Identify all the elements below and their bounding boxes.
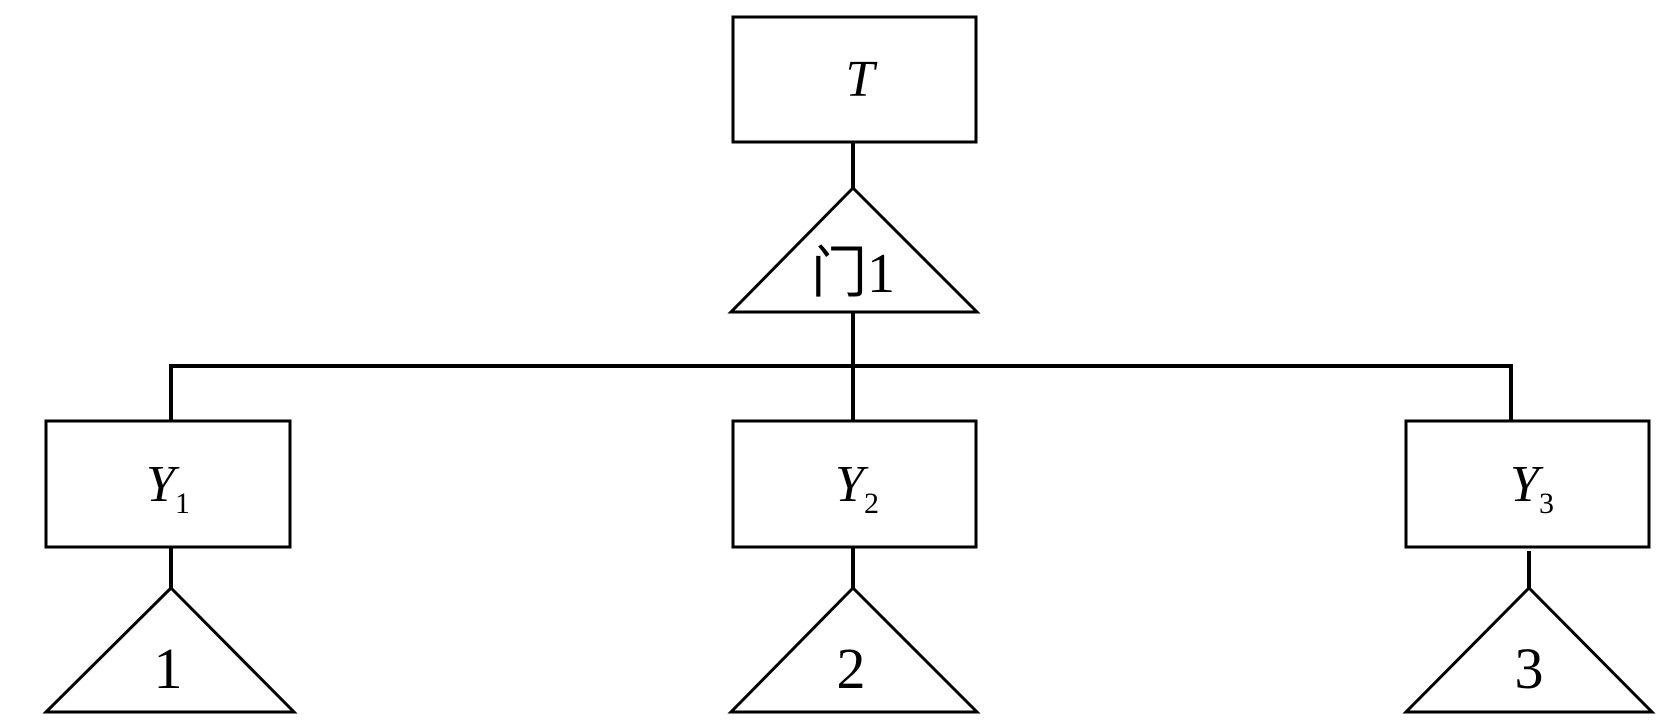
or-gate-triangle <box>727 185 981 314</box>
gate-label: 门1 <box>811 243 895 305</box>
event-y3-sub: 3 <box>1539 487 1554 520</box>
event-y3-base: Y <box>1510 456 1544 513</box>
event-y1-sub: 1 <box>175 487 190 520</box>
top-event-label: T <box>846 51 878 108</box>
transfer-1-label: 1 <box>154 636 183 701</box>
transfer-3-label: 3 <box>1515 636 1544 701</box>
event-y1-box <box>44 419 292 549</box>
event-y3-label: Y3 <box>1510 456 1554 520</box>
event-y2-box <box>731 419 978 549</box>
transfer-triangle-2 <box>727 585 981 714</box>
top-event-box <box>731 15 978 144</box>
transfer-triangle-3 <box>1402 585 1656 714</box>
event-y2-base: Y <box>835 456 869 513</box>
event-y2-label: Y2 <box>835 456 879 520</box>
event-y2-sub: 2 <box>864 487 879 520</box>
transfer-2-label: 2 <box>837 636 866 701</box>
event-y1-base: Y <box>146 456 180 513</box>
event-y3-box <box>1404 419 1651 549</box>
event-y1-label: Y1 <box>146 456 190 520</box>
transfer-triangle-1 <box>42 585 298 714</box>
